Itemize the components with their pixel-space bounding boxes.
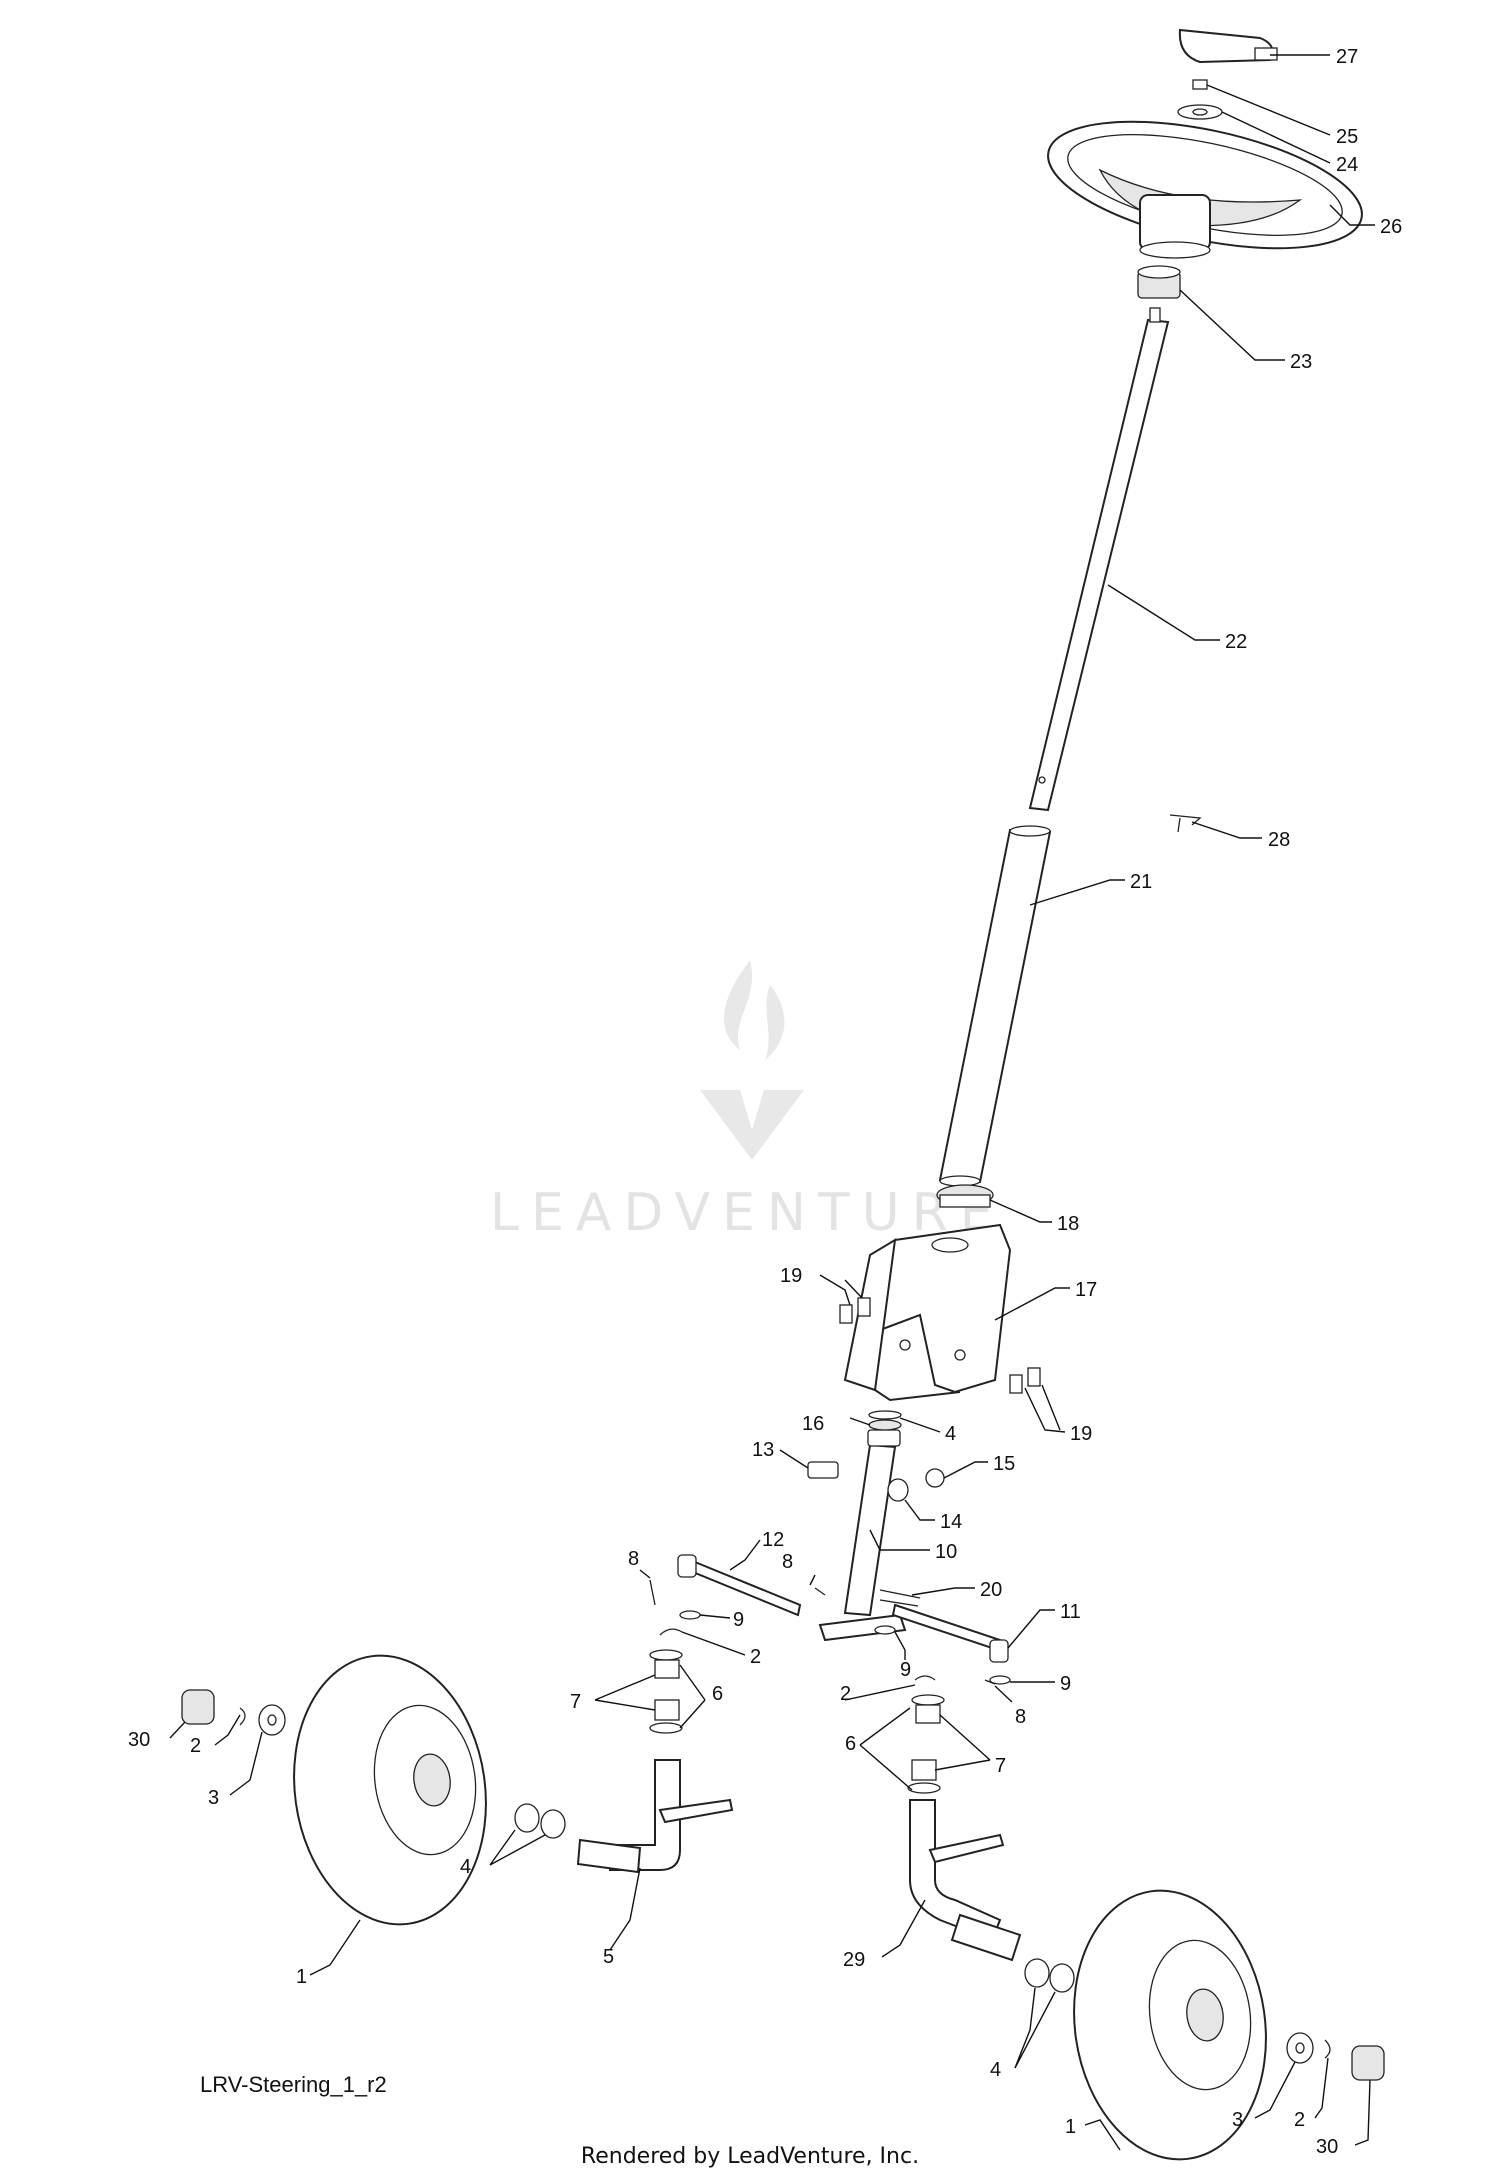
callout-4-top: 4 [945, 1423, 956, 1445]
part-21-shaft-tube [938, 825, 1052, 1187]
callout-30-left: 30 [128, 1729, 150, 1751]
callout-19-lower: 19 [1070, 1423, 1092, 1445]
callout-8-mid: 8 [782, 1551, 793, 1573]
callout-20: 20 [980, 1579, 1002, 1601]
callout-29: 29 [843, 1949, 865, 1971]
part-11-tie-rod [891, 1603, 1009, 1663]
footer-credit: Rendered by LeadVenture, Inc. [580, 2144, 920, 2169]
part-6-7-bushings-left [649, 1649, 683, 1734]
callout-18: 18 [1057, 1213, 1079, 1235]
part-24-washer [1177, 104, 1223, 120]
part-4-washers-right [1024, 1958, 1075, 1993]
part-9-washers [679, 1610, 1011, 1685]
part-2-clip-left-upper [659, 1628, 683, 1636]
leader-lines [169, 54, 1375, 2151]
callout-11: 11 [1060, 1601, 1081, 1623]
callout-23: 23 [1290, 351, 1312, 373]
part-1-wheel-right [1073, 1889, 1267, 2161]
part-4-washer-top [868, 1410, 902, 1420]
callout-9-left: 9 [733, 1609, 744, 1631]
part-26-steering-wheel [1047, 120, 1363, 259]
callout-7-right: 7 [995, 1755, 1006, 1777]
part-3-washer-left [258, 1704, 286, 1736]
part-19-bolts-right [1009, 1367, 1041, 1394]
callout-12: 12 [762, 1529, 784, 1551]
callout-3-right: 3 [1232, 2109, 1243, 2131]
callout-numbers: 27 25 24 26 23 22 28 21 18 17 19 19 16 4… [128, 46, 1402, 2158]
callout-4-right: 4 [990, 2059, 1001, 2081]
part-2-clip-right-upper [914, 1675, 936, 1681]
drawing-id-label: LRV-Steering_1_r2 [200, 2072, 387, 2097]
callout-21: 21 [1130, 871, 1152, 893]
callout-1-left: 1 [296, 1966, 307, 1988]
part-18-bushing [936, 1184, 994, 1208]
callout-26: 26 [1380, 216, 1402, 238]
callout-3-left: 3 [208, 1787, 219, 1809]
part-30-cap-left [181, 1689, 215, 1725]
callout-14: 14 [940, 1511, 962, 1533]
callout-9-mid: 9 [900, 1659, 911, 1681]
part-14-washer [887, 1478, 909, 1502]
part-2-clip-right [1324, 2039, 1331, 2059]
callout-4-left: 4 [460, 1856, 471, 1878]
part-16-bushing [868, 1419, 902, 1431]
callout-8-right: 8 [1015, 1706, 1026, 1728]
part-29-spindle-right [909, 1799, 1022, 1962]
callout-15: 15 [993, 1453, 1015, 1475]
part-13-bolt [807, 1461, 839, 1479]
watermark-text: LEADVENTURE [490, 1183, 1005, 1243]
part-5-spindle-left [576, 1759, 734, 1874]
part-15-nut [925, 1468, 945, 1488]
part-1-wheel-left [293, 1654, 487, 1926]
callout-2-left: 2 [190, 1735, 201, 1757]
part-4-washers-left [514, 1803, 566, 1839]
part-22-steering-shaft [1028, 307, 1170, 812]
callout-19-upper: 19 [780, 1265, 802, 1287]
callout-17: 17 [1075, 1279, 1097, 1301]
callout-28: 28 [1268, 829, 1290, 851]
callout-27: 27 [1336, 46, 1358, 68]
part-6-7-bushings-right [907, 1694, 945, 1794]
callout-6-left: 6 [712, 1683, 723, 1705]
callout-22: 22 [1225, 631, 1247, 653]
callout-7-left: 7 [570, 1691, 581, 1713]
callout-5: 5 [603, 1946, 614, 1968]
callout-16: 16 [802, 1413, 824, 1435]
part-30-cap-right [1351, 2045, 1385, 2081]
callout-1-right: 1 [1065, 2116, 1076, 2138]
callout-25: 25 [1336, 126, 1358, 148]
callout-30-right: 30 [1316, 2136, 1338, 2158]
callout-9-right: 9 [1060, 1673, 1071, 1695]
part-25-nut [1192, 79, 1208, 90]
part-3-washer-right [1286, 2032, 1314, 2064]
callout-2-right: 2 [1294, 2109, 1305, 2131]
part-27-cap [1178, 28, 1278, 64]
callout-2-left-upper: 2 [750, 1646, 761, 1668]
part-2-clip-left [239, 1707, 246, 1726]
part-12-tie-rod [677, 1554, 802, 1617]
callout-13: 13 [752, 1439, 774, 1461]
part-20-clip [879, 1589, 921, 1607]
part-19-bolts-left [839, 1297, 871, 1324]
callout-6-right: 6 [845, 1733, 856, 1755]
callout-2-right-upper: 2 [840, 1683, 851, 1705]
callout-10: 10 [935, 1541, 957, 1563]
callout-24: 24 [1336, 154, 1358, 176]
part-23-adapter [1137, 265, 1181, 299]
callout-8-left: 8 [628, 1548, 639, 1570]
watermark-logo [700, 960, 804, 1160]
